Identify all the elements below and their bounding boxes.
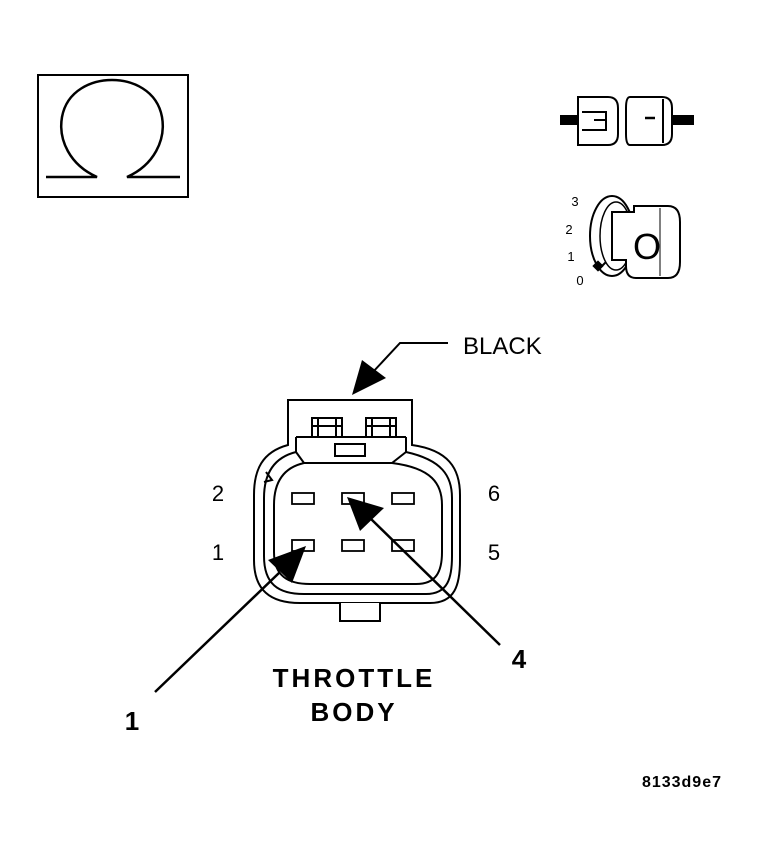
color-leader-arrowhead — [352, 360, 386, 395]
figure-id: 8133d9e7 — [642, 774, 722, 791]
color-leader-line — [371, 342, 448, 374]
disconnected-connector-icon — [560, 96, 694, 146]
cavity-6 — [391, 492, 415, 505]
connector-color-label: BLACK — [463, 333, 542, 360]
key-letter: O — [633, 226, 661, 267]
callout-number-4: 4 — [512, 644, 527, 674]
callout-4-arrowhead — [347, 497, 384, 531]
callout-number-1: 1 — [125, 706, 139, 736]
callout-1-line — [154, 571, 281, 693]
component-name-line2: BODY — [310, 697, 397, 727]
pin-label-bottom-right: 5 — [488, 540, 500, 565]
component-name-line1: THROTTLE — [273, 663, 436, 693]
cavity-3 — [341, 539, 365, 552]
ignition-position-1: 1 — [567, 249, 574, 264]
ignition-position-0: 0 — [576, 273, 583, 288]
pin-label-top-right: 6 — [488, 481, 500, 506]
pin-label-bottom-left: 1 — [212, 540, 224, 565]
pin-cavities — [291, 492, 415, 552]
ignition-key-position-0-icon: O 3 2 1 0 — [565, 194, 681, 288]
ignition-position-3: 3 — [571, 194, 578, 209]
callout-4-line — [369, 517, 501, 646]
ohm-symbol-icon — [37, 74, 189, 198]
ignition-position-2: 2 — [565, 222, 572, 237]
pin-label-top-left: 2 — [212, 481, 224, 506]
cavity-2 — [291, 492, 315, 505]
callout-1-arrowhead — [268, 546, 306, 583]
